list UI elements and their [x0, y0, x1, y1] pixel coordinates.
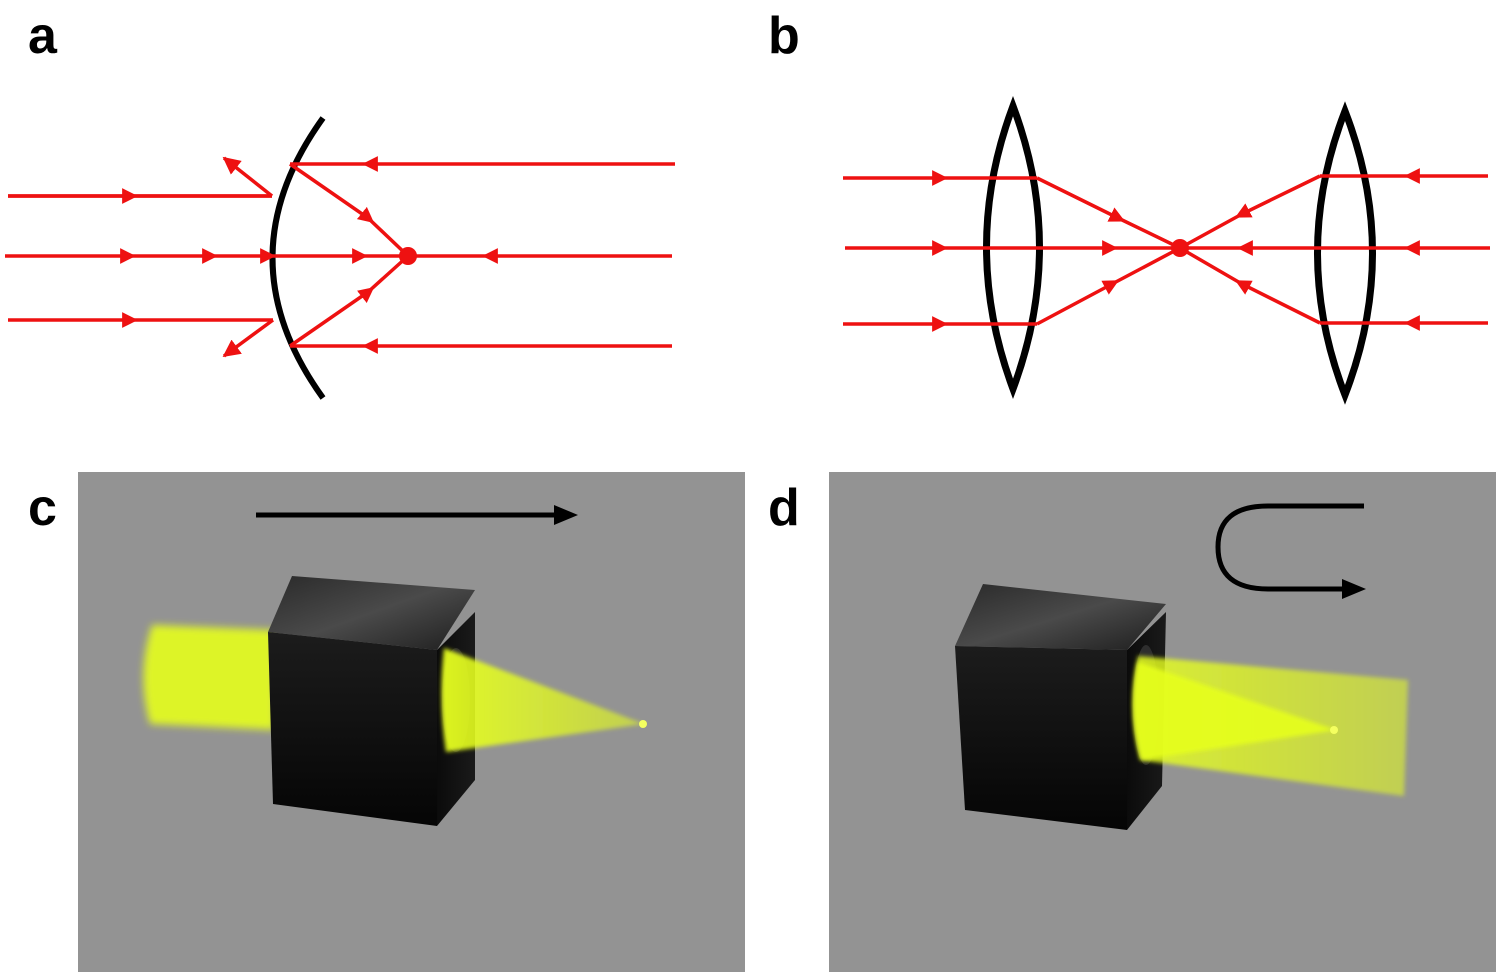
focus-spot-d — [1330, 726, 1338, 734]
cube-front-c — [268, 632, 437, 826]
cube-top-c — [268, 576, 475, 650]
ray-deflect-up — [222, 156, 274, 198]
u-turn-arrowhead-d — [1342, 579, 1366, 599]
focus-spot-c — [639, 720, 647, 728]
panel-a-diagram — [5, 116, 675, 400]
panel-c-render — [78, 472, 745, 972]
lens-right — [1314, 101, 1376, 405]
beam-incoming-c — [143, 625, 275, 730]
beam-cone-d — [1133, 662, 1336, 760]
panel-b-diagram — [843, 96, 1490, 405]
panel-d-render — [829, 472, 1496, 972]
panel-label-a: a — [28, 7, 57, 65]
concave-mirror — [269, 116, 326, 400]
lens-left — [983, 96, 1043, 400]
ray-deflect-down — [222, 318, 275, 358]
ray-converge-top — [289, 162, 410, 258]
panel-label-d: d — [768, 479, 800, 537]
cube-top-d — [955, 584, 1166, 650]
ray-b-conv-top — [1036, 176, 1181, 250]
beam-cone-c — [441, 648, 644, 752]
direction-arrowhead-c — [554, 505, 578, 525]
panel-label-b: b — [768, 7, 800, 65]
cube-front-d — [955, 646, 1127, 830]
panel-label-c: c — [28, 479, 57, 537]
ray-b-conv-right-top — [1179, 174, 1321, 250]
ray-b-conv-right-bottom — [1179, 246, 1321, 325]
focal-point-a — [399, 247, 417, 265]
ray-converge-bottom — [289, 254, 410, 348]
u-turn-arrow-d — [1215, 503, 1364, 592]
ray-b-conv-bottom — [1036, 246, 1181, 326]
focal-point-b — [1171, 239, 1189, 257]
